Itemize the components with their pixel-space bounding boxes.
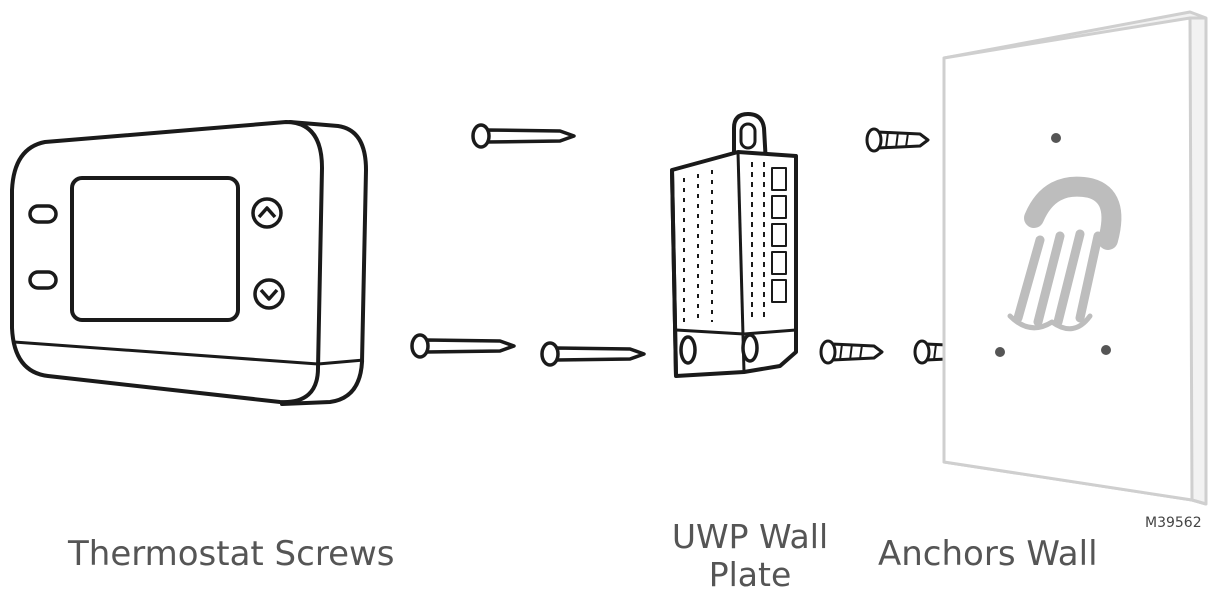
anchors-wall-label: Anchors Wall xyxy=(878,534,1098,574)
anchor-top xyxy=(865,127,930,153)
uwp-label-line2: Plate xyxy=(708,555,792,594)
logo-mark-icon xyxy=(1007,176,1122,332)
thermostat-screen xyxy=(70,176,240,322)
wall-hole-left xyxy=(995,347,1005,357)
wall-hole-right xyxy=(1101,345,1111,355)
uwp-wall-plate xyxy=(670,112,798,378)
figure-code: M39562 xyxy=(1145,515,1202,531)
screw-top xyxy=(471,123,576,149)
thermostat-button-bottom xyxy=(28,270,58,290)
thermostat-button-top xyxy=(28,204,58,224)
wall-hole-top xyxy=(1051,133,1061,143)
uwp-label-line1: UWP Wall xyxy=(671,517,829,556)
chevron-down-icon xyxy=(253,278,285,310)
thermostat xyxy=(10,120,368,406)
screw-bottom-right xyxy=(540,341,646,367)
anchor-bottom-left xyxy=(819,339,884,365)
screw-bottom-left xyxy=(410,333,516,359)
thermostat-screws-label: Thermostat Screws xyxy=(68,534,395,574)
chevron-up-icon xyxy=(251,197,283,229)
uwp-wall-plate-label: UWP Wall Plate xyxy=(660,518,840,594)
